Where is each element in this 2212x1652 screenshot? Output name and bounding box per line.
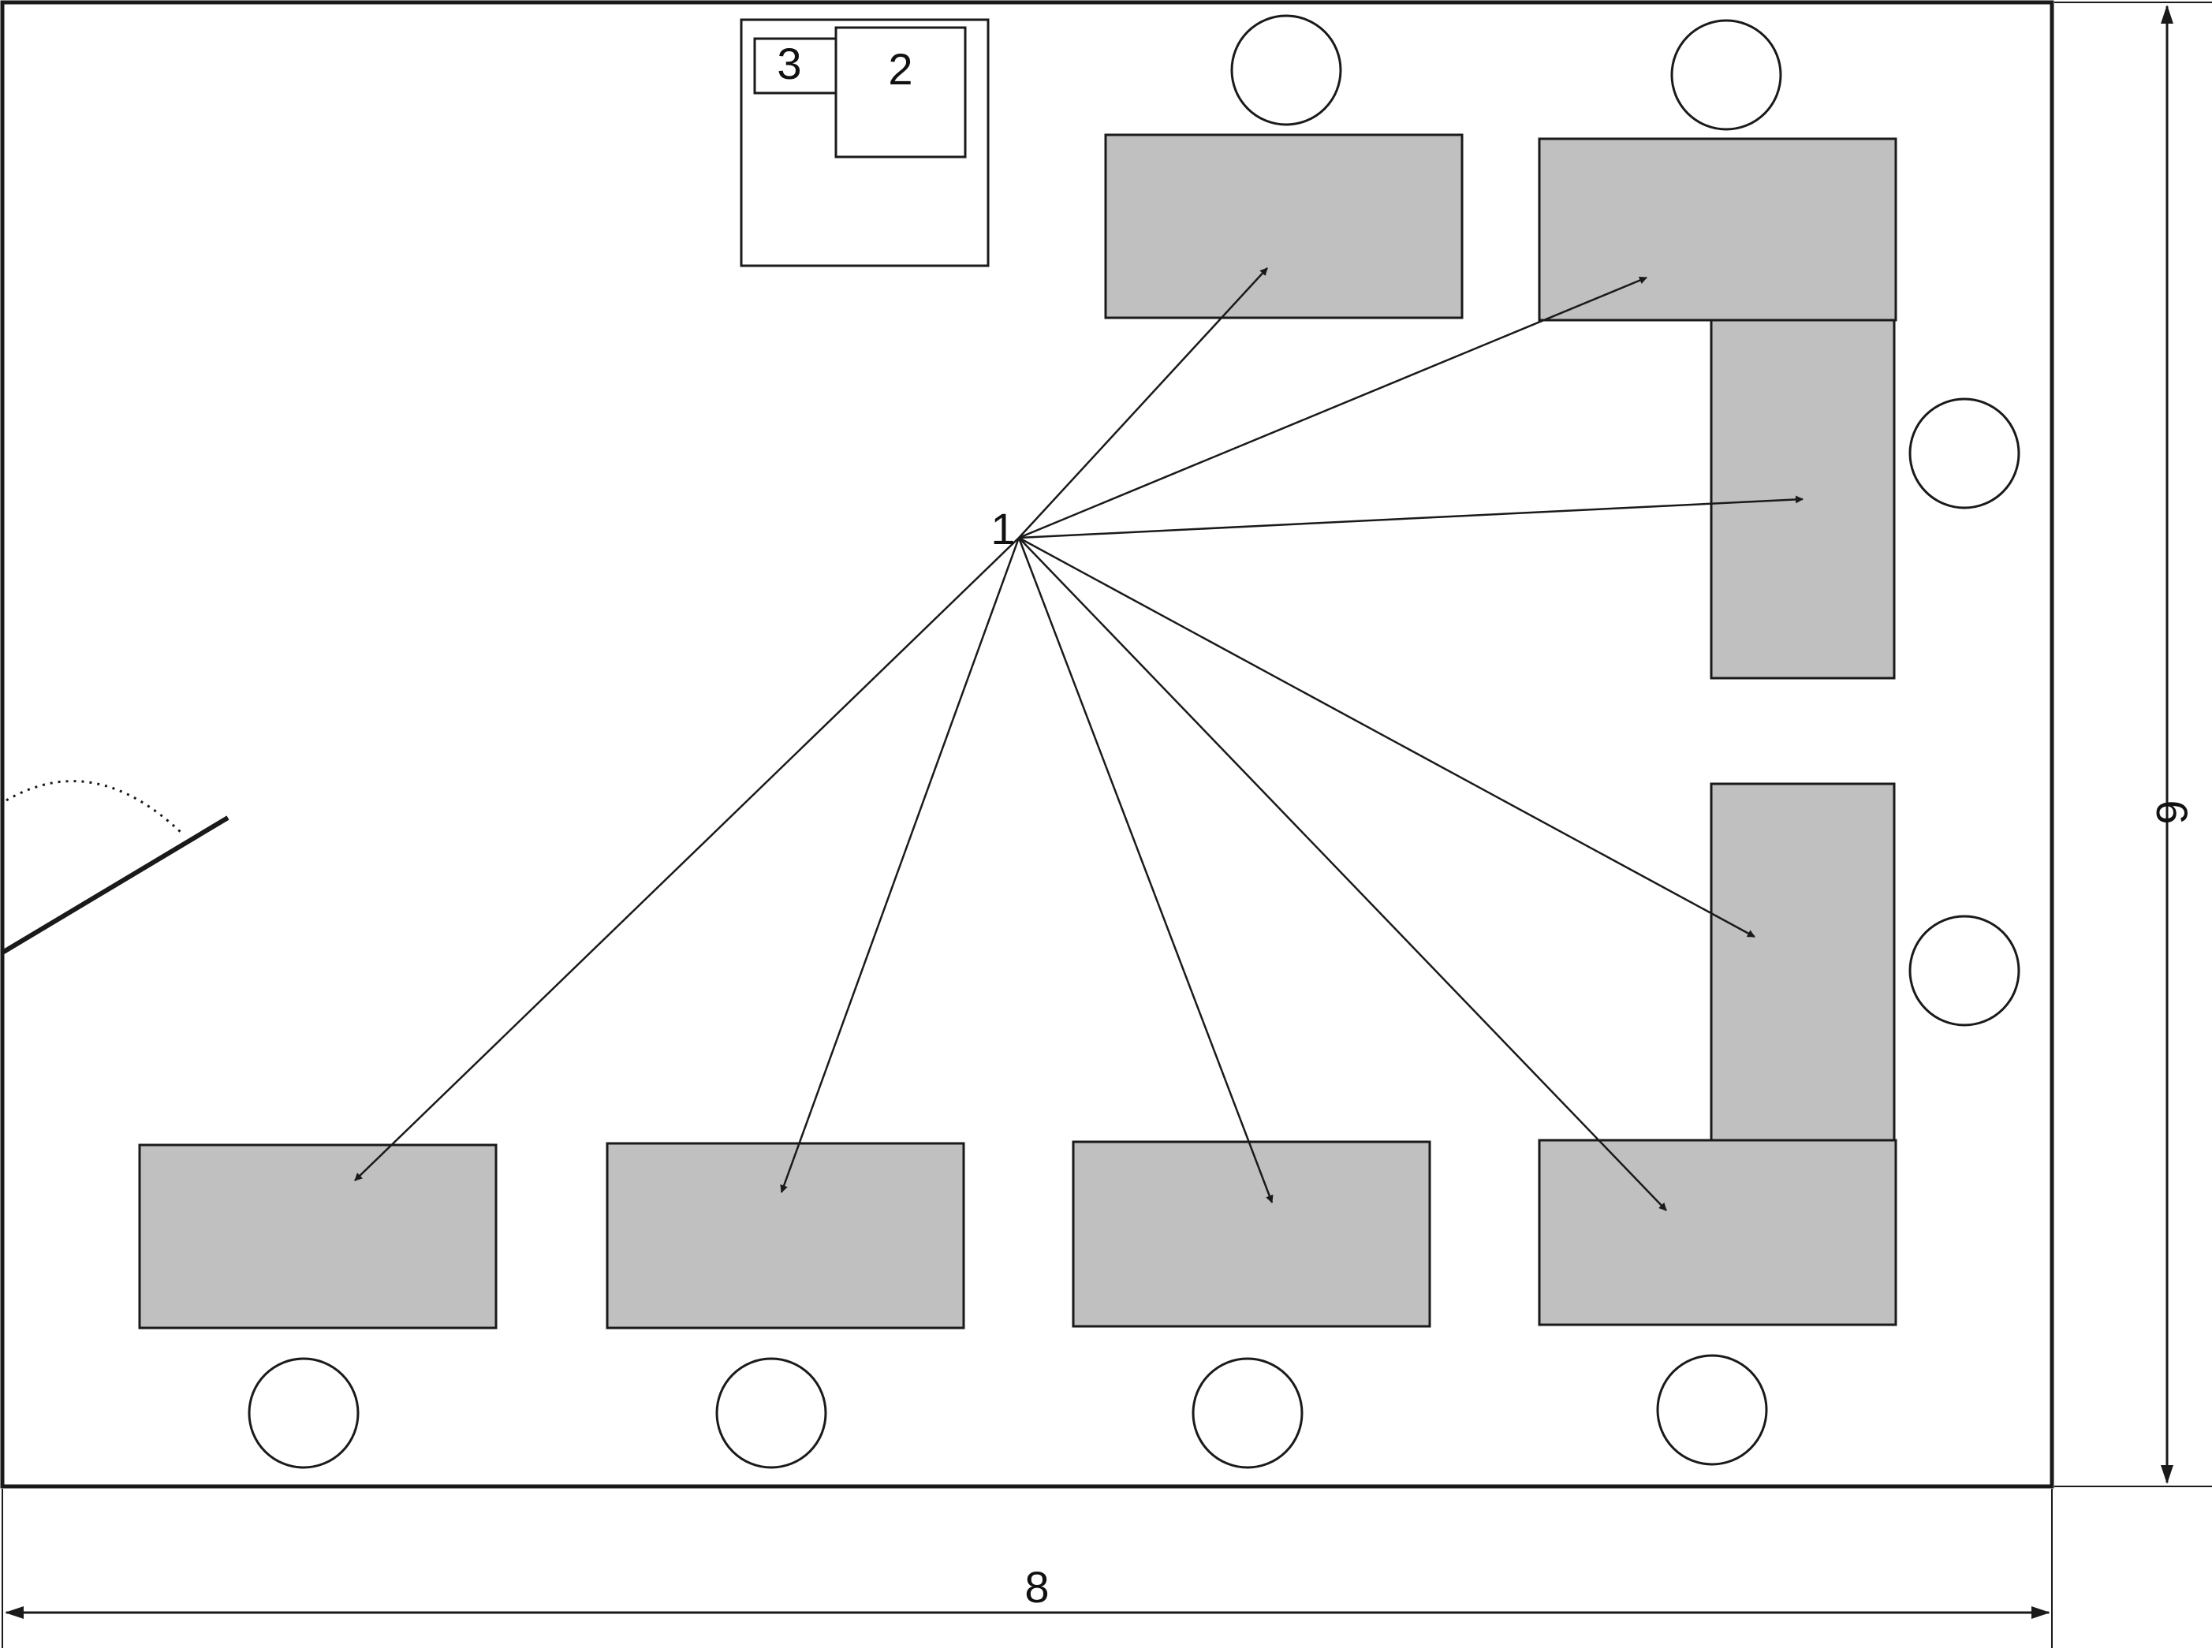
arrow-to-desk-bottom-3	[1017, 537, 1274, 1203]
seat-bottom-2	[715, 1357, 827, 1469]
desk-bottom-1	[138, 1143, 498, 1329]
desk-right-lower	[1710, 782, 1896, 1142]
seat-right-2	[1908, 915, 2020, 1027]
width-dimension: 8	[2, 1489, 2053, 1648]
arrow-to-desk-right-lower	[1018, 536, 1755, 938]
source-point-label: 1	[990, 504, 1015, 554]
arrow-to-desk-right-upper	[1018, 495, 1804, 539]
equipment-small-box	[753, 37, 837, 95]
equipment-outer-frame	[740, 18, 990, 267]
arrow-to-desk-bottom-1	[354, 537, 1020, 1181]
seat-bottom-3	[1192, 1357, 1304, 1469]
door-swing-arc	[6, 780, 185, 836]
desk-top-1	[1104, 133, 1464, 319]
desk-bottom-3	[1072, 1140, 1431, 1328]
desk-bottom-4	[1538, 1139, 1897, 1326]
equipment-large-label: 2	[888, 44, 912, 94]
desks-group	[138, 133, 1897, 1329]
arrow-to-desk-bottom-4	[1018, 537, 1667, 1211]
arrow-to-desk-top-1	[1018, 267, 1268, 539]
seat-top-2	[1670, 19, 1782, 131]
seat-bottom-4	[1656, 1354, 1768, 1466]
equipment-block: 2 3	[740, 18, 990, 267]
seat-right-1	[1908, 397, 2020, 509]
width-dimension-label: 8	[1024, 1562, 1049, 1612]
seat-top-1	[1230, 14, 1342, 126]
seats-group	[248, 14, 2020, 1469]
desk-top-2	[1538, 137, 1897, 322]
arrow-to-desk-bottom-2	[780, 537, 1020, 1193]
desk-bottom-2	[606, 1142, 965, 1329]
height-dimension-label: 6	[2147, 800, 2197, 824]
door-leaf	[1, 815, 229, 955]
arrows-group	[354, 267, 1804, 1211]
room-outline	[0, 0, 2054, 1489]
height-dimension: 6	[2054, 2, 2212, 1487]
seat-bottom-1	[248, 1357, 360, 1469]
equipment-small-label: 3	[777, 39, 801, 88]
arrow-to-desk-top-2	[1018, 276, 1647, 539]
